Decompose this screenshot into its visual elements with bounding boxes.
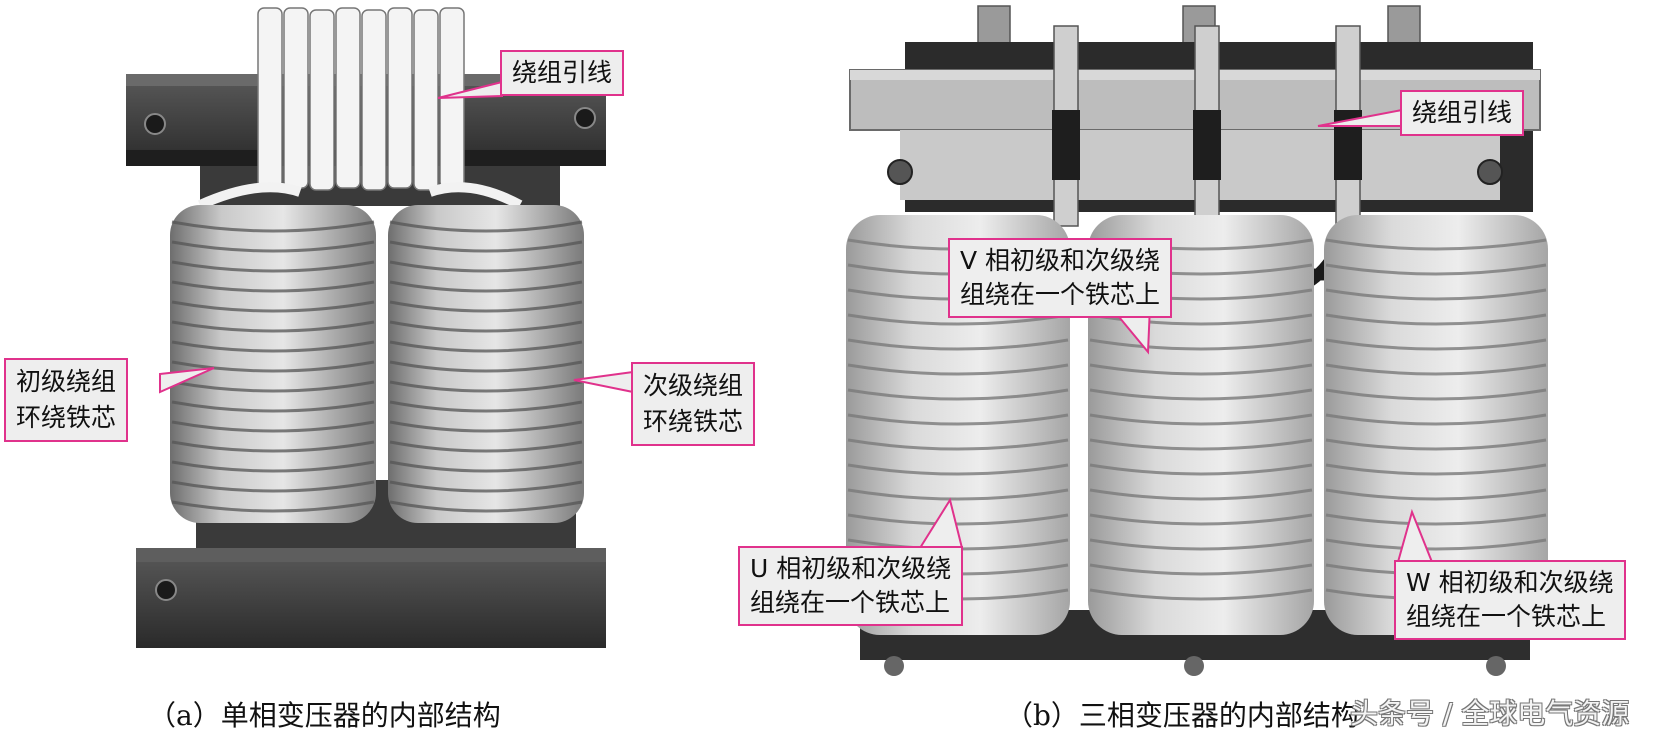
callout-secondary-line1: 次级绕组: [643, 371, 744, 400]
callout-leads-b-text: 绕组引线: [1412, 98, 1513, 127]
callout-leads-a-text: 绕组引线: [512, 58, 613, 87]
callout-v-phase: V 相初级和次级绕 组绕在一个铁芯上: [948, 238, 1173, 318]
callout-w-line1: W 相初级和次级绕: [1406, 568, 1614, 597]
callout-primary-line1: 初级绕组: [16, 367, 117, 396]
callout-w-line2: 组绕在一个铁芯上: [1406, 602, 1607, 631]
callout-v-line2: 组绕在一个铁芯上: [960, 280, 1161, 309]
callout-w-phase: W 相初级和次级绕 组绕在一个铁芯上: [1394, 560, 1626, 640]
callout-primary-winding: 初级绕组 环绕铁芯: [4, 358, 129, 442]
callout-primary-line2: 环绕铁芯: [16, 403, 117, 432]
callout-u-line2: 组绕在一个铁芯上: [750, 588, 951, 617]
callout-u-line1: U 相初级和次级绕: [750, 554, 952, 583]
three-phase-transformer-photo: [846, 5, 1548, 676]
callout-secondary-winding: 次级绕组 环绕铁芯: [631, 362, 756, 446]
caption-a: （a）单相变压器的内部结构: [148, 699, 501, 732]
single-phase-transformer-photo: [126, 7, 606, 648]
callout-v-line1: V 相初级和次级绕: [960, 246, 1161, 275]
callout-u-phase: U 相初级和次级绕 组绕在一个铁芯上: [738, 546, 964, 626]
caption-b: （b）三相变压器的内部结构: [1005, 699, 1359, 732]
callout-secondary-line2: 环绕铁芯: [643, 407, 744, 436]
callout-leads-b: 绕组引线: [1400, 90, 1525, 136]
watermark: 头条号 / 全球电气资源: [1350, 697, 1630, 730]
callout-leads-a: 绕组引线: [500, 50, 625, 96]
